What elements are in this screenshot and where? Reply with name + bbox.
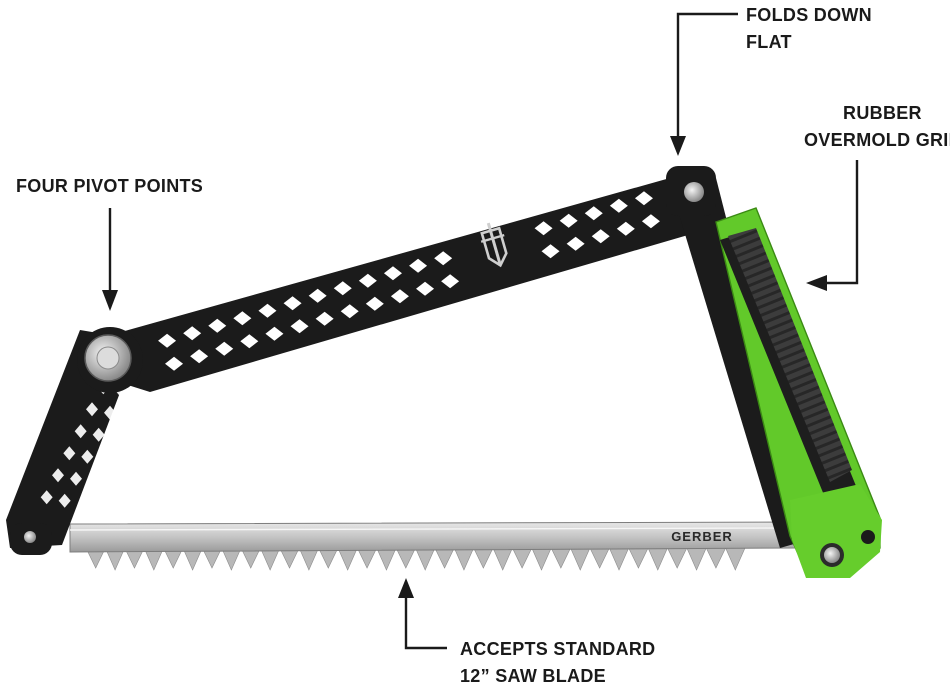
beam-cutout <box>265 326 284 341</box>
pivot-arrow-icon <box>102 290 118 311</box>
beam-cutout <box>158 333 177 348</box>
beam-cutout <box>183 326 202 341</box>
gerber-logo-icon <box>480 222 508 268</box>
beam-cutout <box>634 191 653 206</box>
blade-arrow-icon <box>398 578 414 598</box>
blade-brand-text: GERBER <box>671 529 733 544</box>
callout-grip-line1: RUBBER <box>843 103 922 123</box>
beam-cutout <box>534 221 553 236</box>
beam-cutout <box>240 334 259 349</box>
callout-saw-blade: ACCEPTS STANDARD 12” SAW BLADE <box>460 636 655 690</box>
beam-cutout <box>390 289 409 304</box>
beam-cutout <box>541 244 560 259</box>
beam-cutout <box>609 198 628 213</box>
arm-cutout <box>86 402 98 417</box>
callout-lines <box>108 12 859 650</box>
beam-cutout <box>283 296 302 311</box>
arm-cutout <box>40 490 53 505</box>
beam-cutout <box>441 274 460 289</box>
grip-arrow-icon <box>806 275 827 291</box>
arm-cutout <box>81 449 94 464</box>
saw-blade: GERBER <box>69 521 796 571</box>
beam-cutout <box>165 356 184 371</box>
right-arm-grip <box>668 178 882 578</box>
beam-cutout <box>616 221 635 236</box>
callout-arrowheads <box>102 136 827 598</box>
arm-cutout <box>52 468 64 483</box>
folds-arrow-icon <box>670 136 686 156</box>
arm-cutout <box>58 493 71 508</box>
beam-cutout <box>434 251 453 266</box>
arm-cutout <box>70 471 82 486</box>
callout-four-pivot-points: FOUR PIVOT POINTS <box>16 173 203 200</box>
beam-cutout <box>340 304 359 319</box>
beam-cutout <box>333 281 352 296</box>
arm-cutout <box>74 424 87 439</box>
beam-cutout <box>290 319 309 334</box>
top-right-pivot <box>666 166 716 216</box>
beam-cutout <box>416 281 435 296</box>
beam-cutout <box>233 311 252 326</box>
callout-folds-line1: FOLDS DOWN <box>746 5 872 25</box>
top-beam <box>100 178 712 392</box>
beam-cutout <box>190 349 209 364</box>
callout-rubber-grip: RUBBER OVERMOLD GRIP <box>804 100 950 154</box>
beam-cutout <box>258 303 277 318</box>
beam-cutout <box>358 273 377 288</box>
arm-cutout <box>104 405 116 420</box>
callout-grip-line2: OVERMOLD GRIP <box>804 130 950 150</box>
beam-cutout <box>315 311 334 326</box>
beam-cutout <box>566 236 585 251</box>
beam-cutout <box>409 258 428 273</box>
beam-cutout <box>641 214 660 229</box>
beam-cutout <box>308 288 327 303</box>
callout-folds-line2: FLAT <box>746 32 792 52</box>
arm-cutout <box>92 427 105 442</box>
beam-cutout <box>208 318 227 333</box>
callout-folds-down-flat: FOLDS DOWN FLAT <box>746 2 872 56</box>
beam-cutout <box>559 213 578 228</box>
beam-cutout <box>591 229 610 244</box>
beam-cutout <box>383 266 402 281</box>
beam-cutout <box>215 341 234 356</box>
bottom-left-pivot <box>24 531 36 543</box>
callout-blade-line1: ACCEPTS STANDARD <box>460 639 656 659</box>
arm-cutout <box>63 446 76 461</box>
left-pivot-bolt-icon <box>77 327 143 393</box>
beam-cutout <box>584 206 603 221</box>
callout-blade-line2: 12” SAW BLADE <box>460 666 606 686</box>
beam-cutout <box>365 296 384 311</box>
callout-pivots-line1: FOUR PIVOT POINTS <box>16 176 204 196</box>
